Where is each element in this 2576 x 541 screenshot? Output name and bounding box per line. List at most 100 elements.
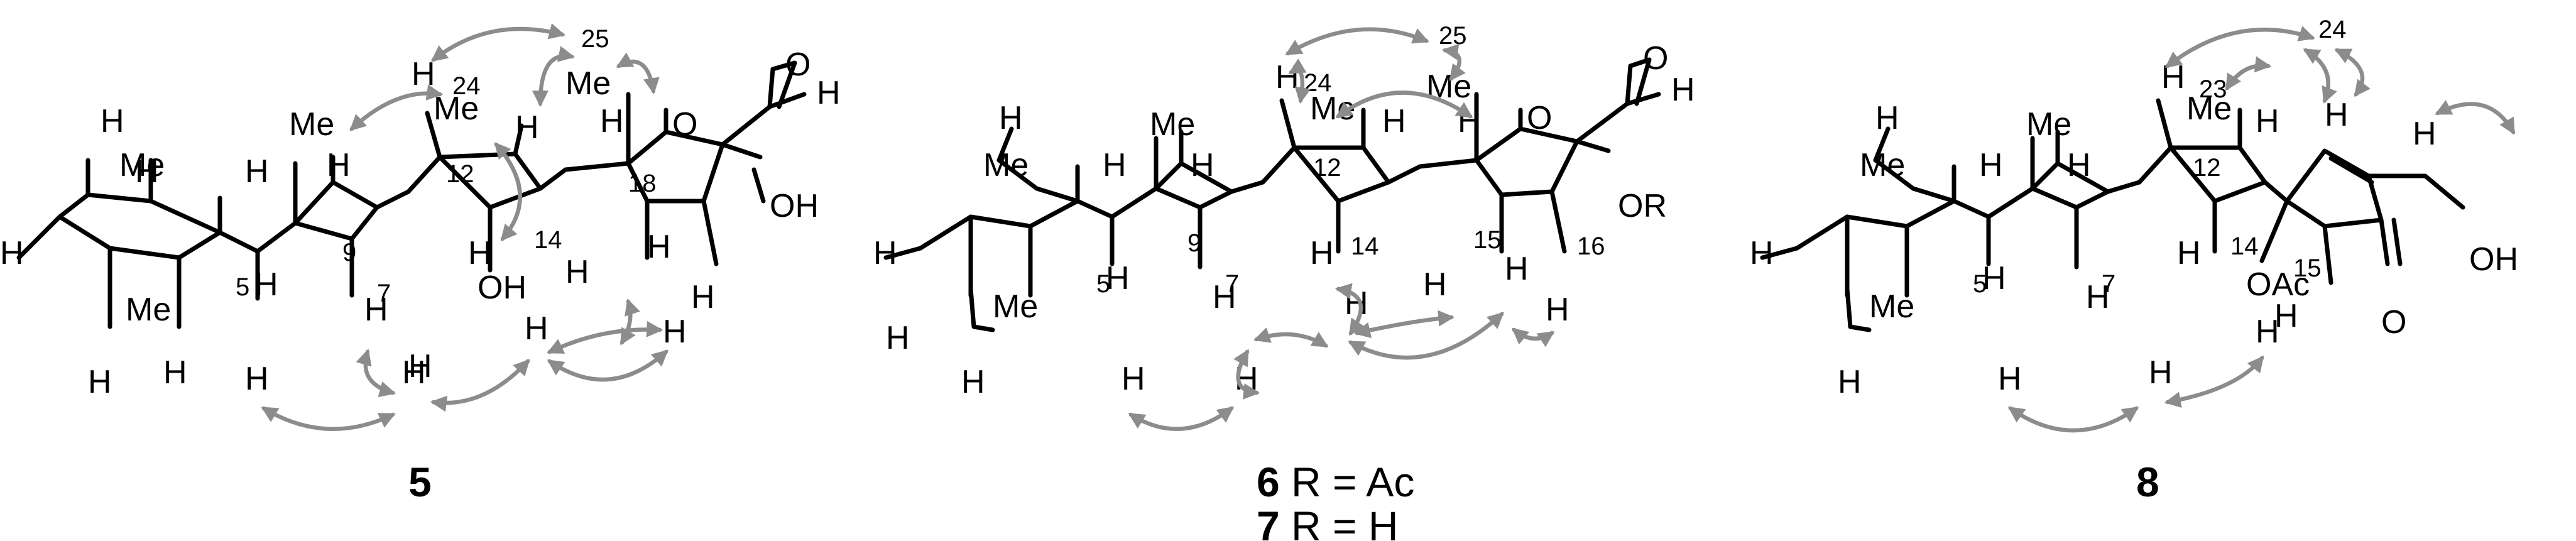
compound-6-me-c: Me bbox=[1150, 106, 1195, 143]
compound-7-substituent: R = H bbox=[1280, 503, 1399, 541]
compound-6-locant-15: 15 bbox=[1473, 226, 1502, 254]
compound-8-h: H bbox=[1979, 147, 2003, 183]
compound-5-noe-arrows bbox=[261, 23, 669, 431]
compound-5-me-a: Me bbox=[119, 147, 165, 183]
compound-5-locant-9: 9 bbox=[342, 239, 356, 266]
compound-5-h: H bbox=[245, 361, 269, 397]
compound-5-h: H bbox=[691, 279, 715, 315]
compound-6-carbonyl-oxygen: O bbox=[1643, 40, 1668, 77]
compound-5-noe-arrow bbox=[356, 349, 396, 398]
compound-8-h-left: H bbox=[1750, 235, 1774, 271]
compound-6-noe-arrow bbox=[1285, 27, 1429, 56]
compound-6-noe-arrows bbox=[1128, 27, 1555, 431]
compound-8-h: H bbox=[2256, 103, 2279, 139]
compound-7-label: 7 R = H bbox=[1257, 503, 1399, 541]
compound-6-number: 6 bbox=[1257, 459, 1280, 505]
compound-7-number: 7 bbox=[1257, 503, 1280, 541]
compound-8-locant-24: 24 bbox=[2318, 16, 2347, 43]
compound-6-noe-arrow bbox=[1348, 312, 1504, 360]
compound-5-h: H bbox=[254, 266, 278, 303]
compound-8-noe-arrow bbox=[2435, 100, 2516, 135]
compound-8-h: H bbox=[2325, 97, 2349, 133]
compound-5-h: H bbox=[468, 235, 492, 271]
compound-5-locant-14: 14 bbox=[534, 226, 562, 254]
compound-5-h: H bbox=[412, 56, 435, 92]
compound-6-locant-14: 14 bbox=[1351, 232, 1379, 260]
compound-6-h: H bbox=[961, 364, 985, 400]
compound-5-locant-24: 24 bbox=[452, 72, 481, 100]
compound-5-locant-18: 18 bbox=[628, 170, 657, 197]
compound-6-alkene-h: H bbox=[1671, 72, 1695, 108]
compound-8-h: H bbox=[2161, 59, 2185, 96]
compound-5-h: H bbox=[88, 364, 112, 400]
compound-5-h: H bbox=[525, 310, 548, 347]
compound-6-h: H bbox=[1213, 279, 1236, 315]
compound-5-alkene-h: H bbox=[817, 75, 841, 111]
compound-6-locant-12: 12 bbox=[1313, 154, 1341, 182]
compound-5-h: H bbox=[647, 229, 671, 265]
compound-8-h: H bbox=[2086, 279, 2110, 315]
compound-6-h: H bbox=[999, 100, 1023, 136]
compound-5-me-c: Me bbox=[289, 106, 334, 143]
compound-5-structure: O O H OH OH H Me Me Me Me Me H H H H H H… bbox=[0, 23, 841, 505]
compound-6-hydrogens: H H H H H H H H H H H H H H H H H bbox=[886, 59, 1569, 400]
compound-6-h: H bbox=[1106, 260, 1130, 297]
compound-5-noe-arrow bbox=[261, 406, 396, 431]
compound-6-noe-arrow bbox=[1253, 327, 1329, 348]
compound-8-h: H bbox=[1998, 361, 2022, 397]
compound-8-noe-arrow bbox=[2303, 48, 2337, 104]
compound-6-noe-arrow bbox=[1353, 310, 1455, 339]
compound-6-h: H bbox=[1122, 361, 1145, 397]
compound-6-noe-arrow bbox=[1128, 406, 1235, 431]
compound-8-label: 8 bbox=[2136, 459, 2159, 505]
compound-5-oh-14: OH bbox=[478, 270, 527, 306]
compound-6-h: H bbox=[1310, 235, 1334, 271]
compound-8-ketone-oxygen: O bbox=[2381, 304, 2406, 341]
compound-6-locant-25: 25 bbox=[1439, 22, 1467, 50]
compound-8-h: H bbox=[2067, 147, 2091, 183]
compound-8-me-b: Me bbox=[1869, 288, 1914, 325]
compound-6-h: H bbox=[1423, 266, 1447, 303]
compound-6-locant-24: 24 bbox=[1304, 69, 1332, 97]
compound-8-locant-7: 7 bbox=[2102, 270, 2115, 298]
compound-6-ring-oxygen: O bbox=[1527, 100, 1552, 136]
compound-5-noe-arrow bbox=[547, 320, 663, 354]
compound-5-locant-7: 7 bbox=[377, 280, 391, 307]
compound-6-locant-9: 9 bbox=[1187, 229, 1201, 257]
compound-6-label: 6 R = Ac bbox=[1257, 459, 1414, 505]
compound-8-h: H bbox=[2256, 314, 2279, 350]
compound-5-h: H bbox=[327, 147, 351, 183]
compound-8-me-24: Me bbox=[2186, 90, 2232, 127]
compound-5-h: H bbox=[600, 103, 624, 139]
compound-5-bonds bbox=[16, 60, 807, 329]
compound-8-noe-arrow bbox=[2334, 48, 2371, 97]
compound-5-noe-arrow bbox=[349, 84, 444, 131]
compound-6-h: H bbox=[1505, 251, 1529, 287]
compound-5-h: H bbox=[408, 348, 432, 385]
compound-8-h: H bbox=[2413, 116, 2437, 152]
compound-5-noe-arrow bbox=[494, 142, 522, 241]
compound-5-ring-oxygen: O bbox=[672, 106, 697, 143]
compound-5-h: H bbox=[163, 354, 187, 391]
compound-5-h: H bbox=[364, 292, 388, 328]
compound-8-bonds bbox=[1760, 98, 2465, 332]
compound-6-noe-arrow bbox=[1441, 43, 1466, 82]
compound-8-structure: O OH OAc H Me Me Me Me H H H H H H H H H… bbox=[1750, 16, 2518, 505]
compound-5-noe-arrow bbox=[430, 359, 530, 412]
compound-5-noe-arrow bbox=[616, 52, 660, 95]
compound-8-noe-arrow bbox=[2225, 56, 2272, 91]
compound-5-noe-arrow bbox=[532, 46, 576, 107]
compound-5-locant-5: 5 bbox=[236, 273, 249, 301]
compound-5-h: H bbox=[245, 153, 269, 190]
compound-8-me-a: Me bbox=[1860, 147, 1905, 183]
compound-5-me-b: Me bbox=[126, 292, 171, 328]
compound-5-h: H bbox=[402, 354, 426, 391]
compound-5-h: H bbox=[565, 254, 589, 290]
compound-5-h-left: H bbox=[0, 235, 24, 271]
compound-8-h: H bbox=[1982, 260, 2006, 297]
compound-8-oac: OAc bbox=[2246, 266, 2310, 303]
compound-8-me-c: Me bbox=[2026, 106, 2071, 143]
compound-5-noe-arrow bbox=[430, 23, 566, 62]
compound-8-h: H bbox=[2177, 235, 2201, 271]
